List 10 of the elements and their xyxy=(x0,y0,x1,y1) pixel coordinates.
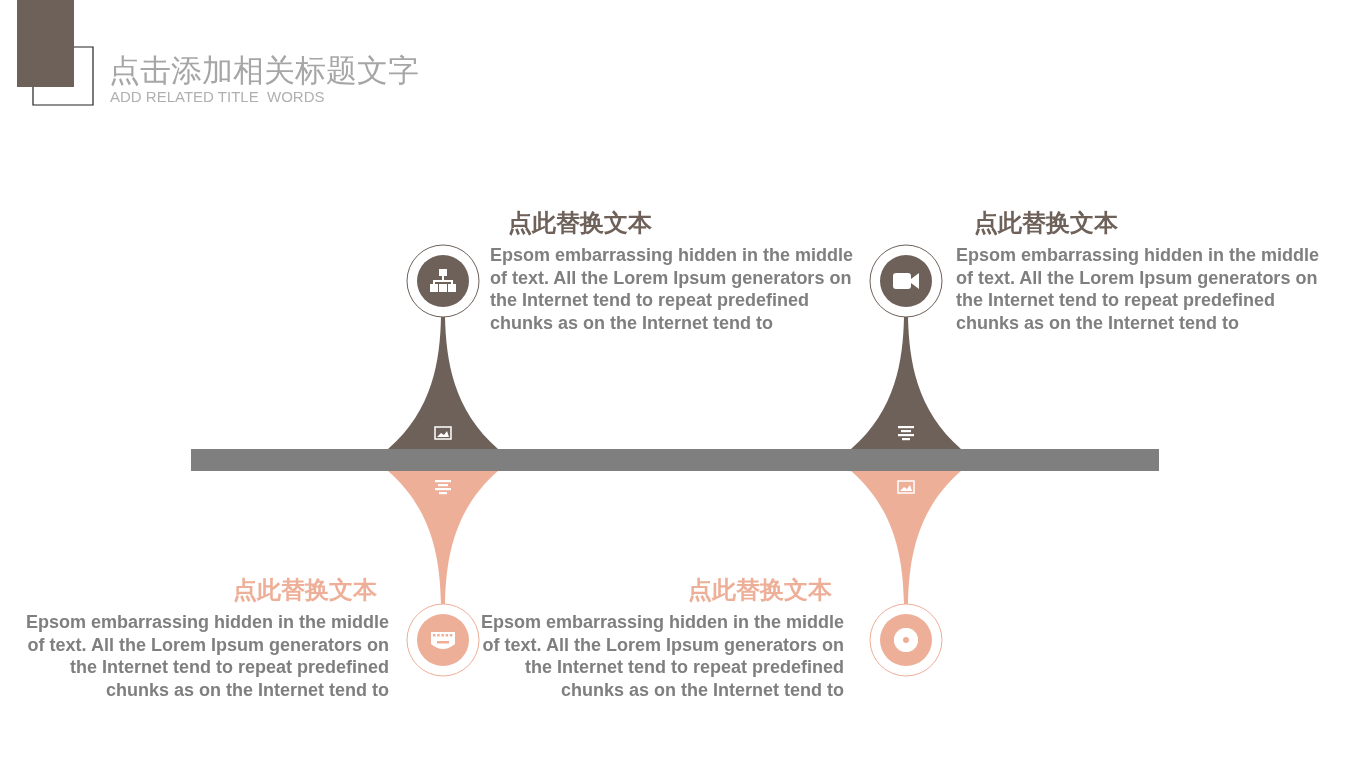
item-heading: 点此替换文本 xyxy=(687,575,833,605)
item-description: Epsom embarrassing hidden in the middle of text. All the Lorem Ipsum generators on the Internet tend to repeat predefined chunks as on the Internet tend to xyxy=(479,611,844,702)
item-description: Epsom embarrassing hidden in the middle of text. All the Lorem Ipsum generators on the Internet tend to repeat predefined chunks as on the Internet tend to xyxy=(956,244,1321,335)
subtitle: ADD RELATED TITLE WORDS xyxy=(110,88,325,105)
item-description: Epsom embarrassing hidden in the middle of text. All the Lorem Ipsum generators on the Internet tend to repeat predefined chunks as on the Internet tend to xyxy=(490,244,855,335)
item-heading: 点此替换文本 xyxy=(973,208,1119,238)
title: 点击添加相关标题文字 xyxy=(109,51,419,90)
item-heading: 点此替换文本 xyxy=(507,208,653,238)
item-heading: 点此替换文本 xyxy=(232,575,378,605)
item-description: Epsom embarrassing hidden in the middle of text. All the Lorem Ipsum generators on the Internet tend to repeat predefined chunks as on the Internet tend to xyxy=(24,611,389,702)
